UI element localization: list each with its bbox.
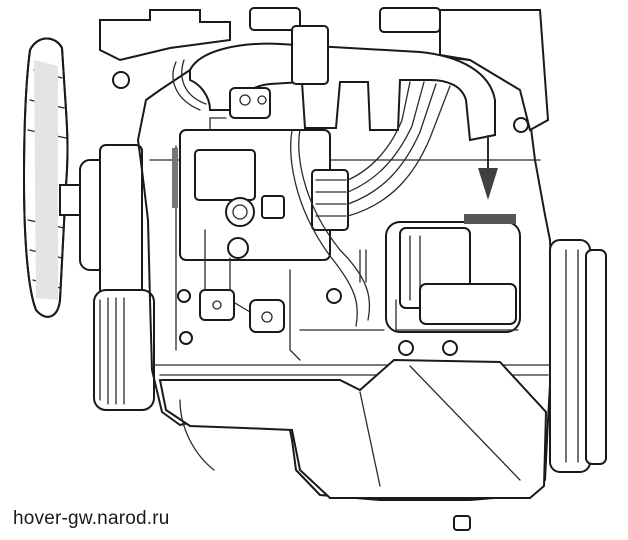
fuel-lines xyxy=(290,81,451,327)
starter-motor xyxy=(385,221,521,333)
crank-pulley xyxy=(93,289,155,411)
fan-hub xyxy=(59,144,143,296)
watermark: hover-gw.narod.ru xyxy=(10,508,173,530)
marker-bar xyxy=(464,214,516,224)
cooling-fan xyxy=(22,37,69,318)
block-details xyxy=(172,145,385,361)
arrow-icon xyxy=(478,168,498,200)
flywheel-housing xyxy=(549,239,607,473)
marker-indicator xyxy=(464,135,516,224)
injection-pump xyxy=(179,87,349,333)
oil-pan xyxy=(158,288,548,531)
